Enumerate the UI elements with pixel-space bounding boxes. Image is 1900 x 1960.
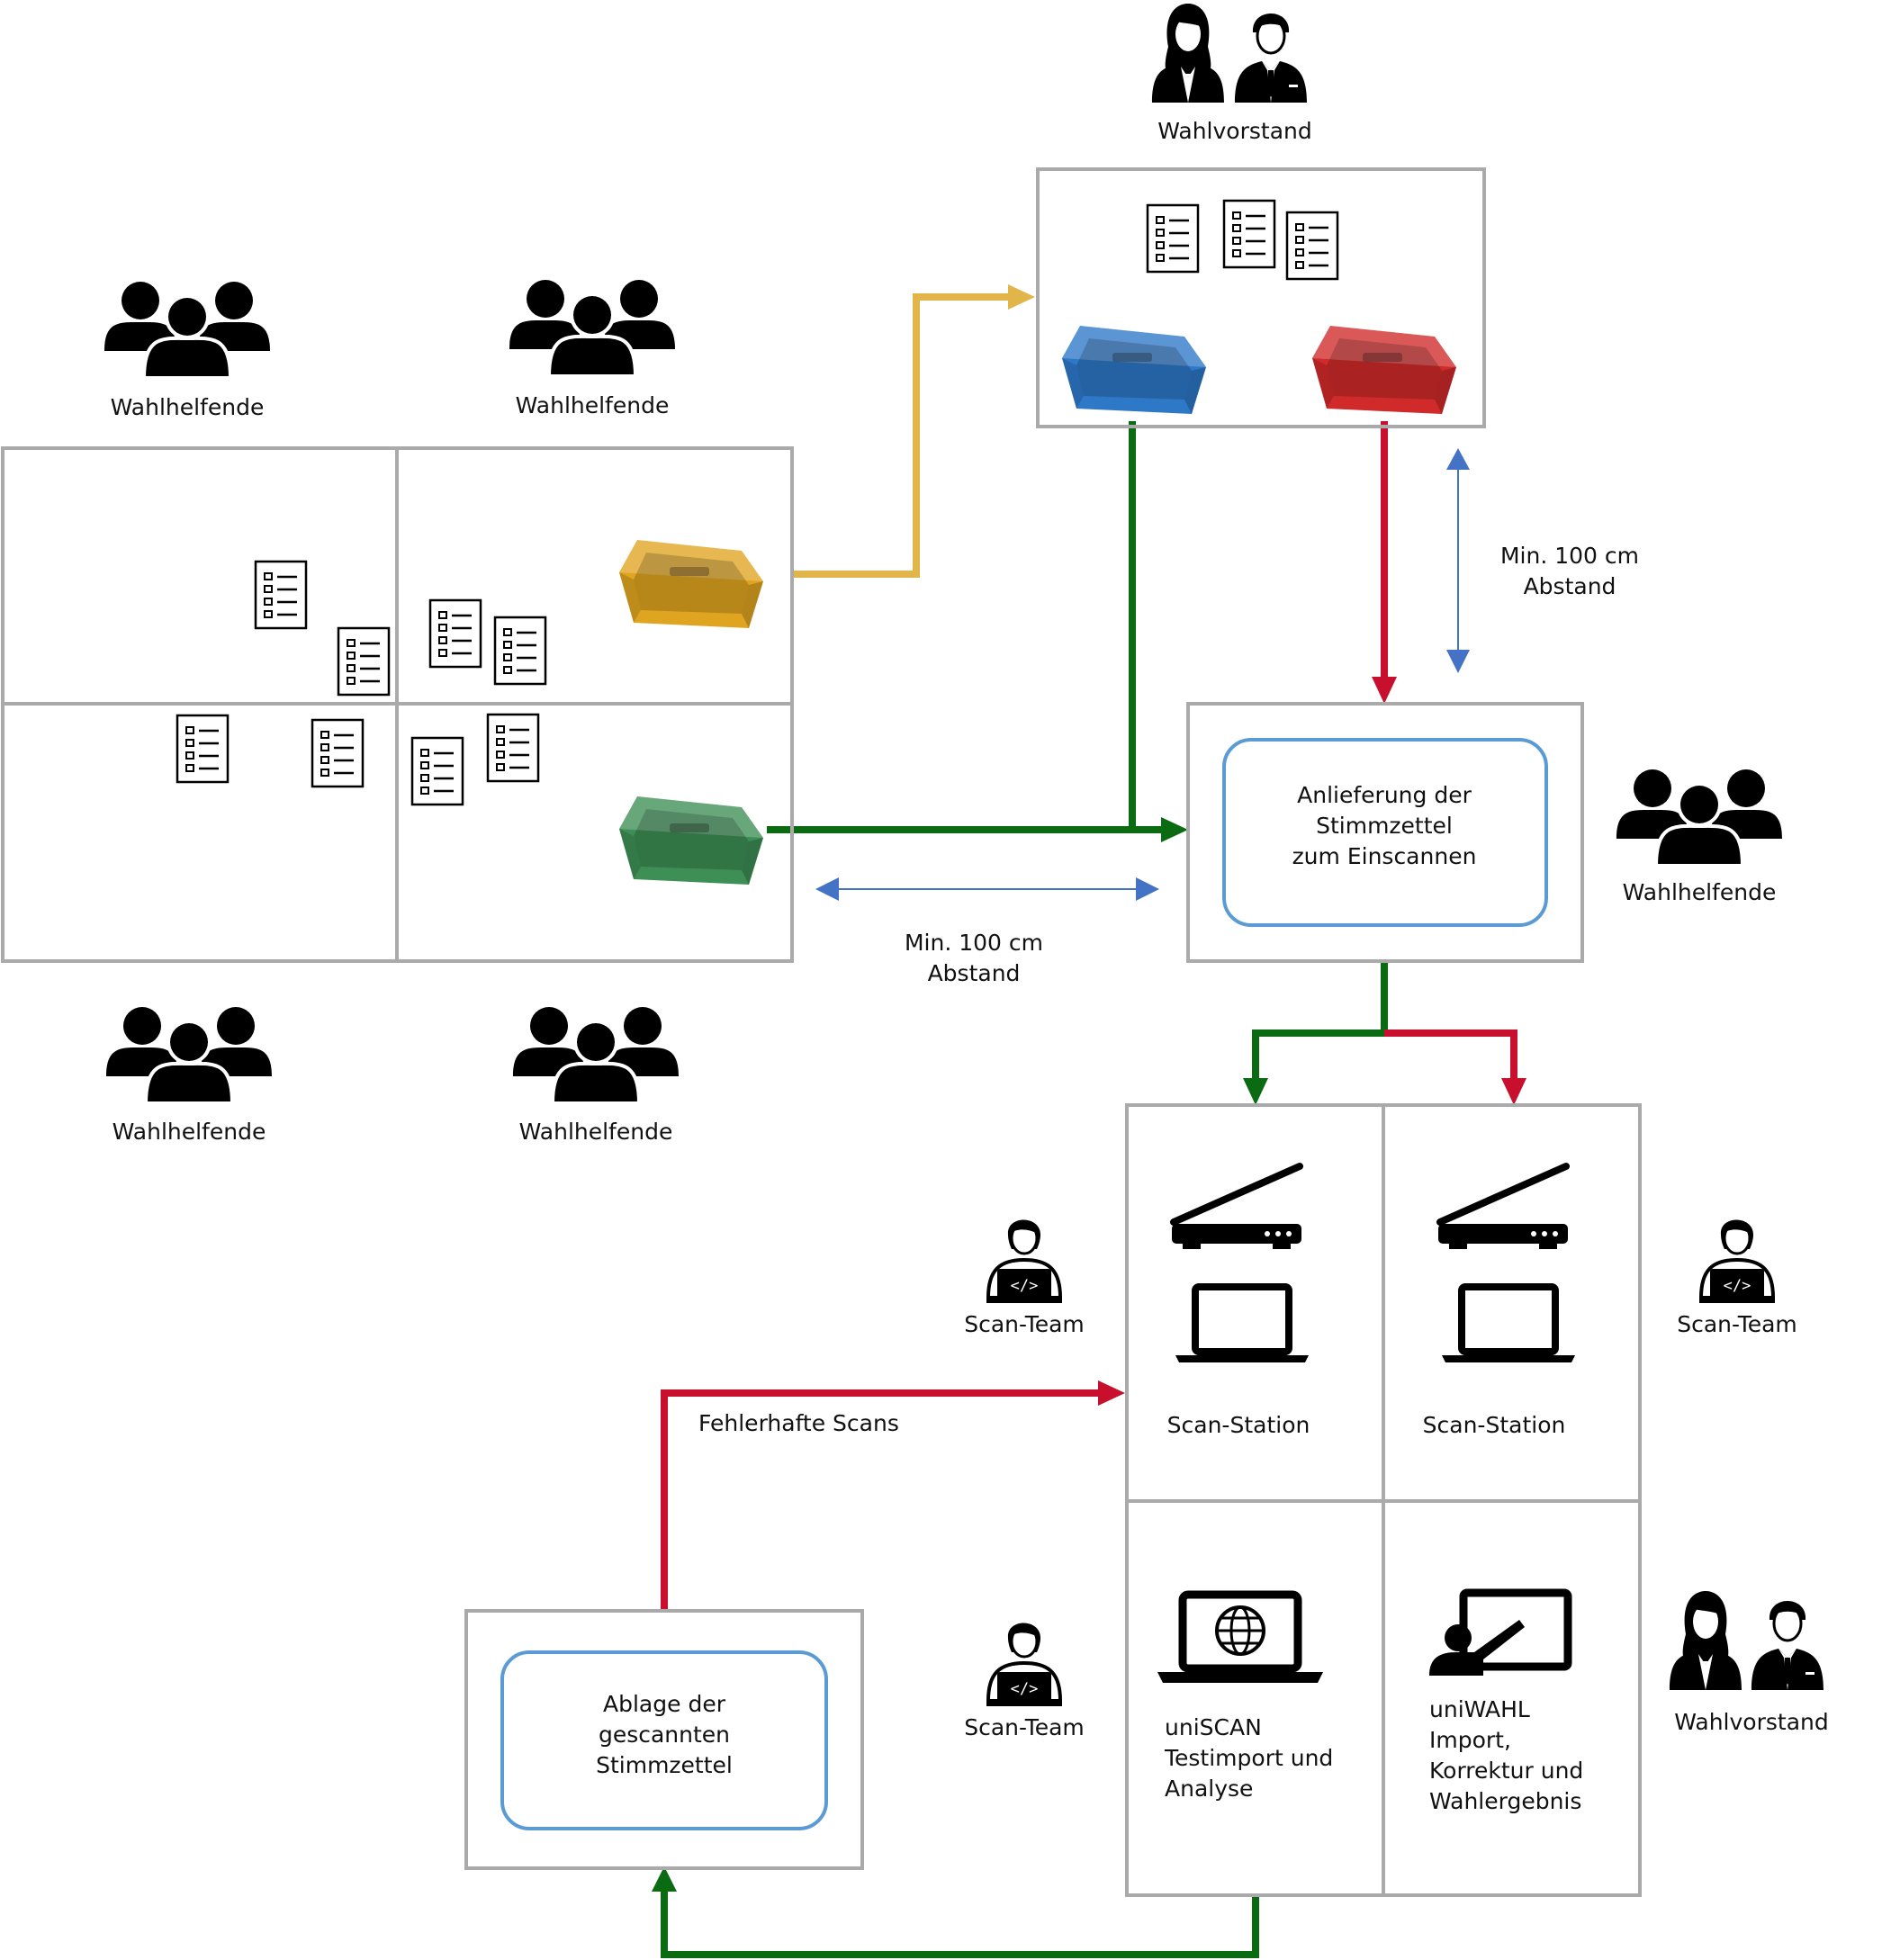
- ballot-icon: [1222, 199, 1276, 269]
- people-group-icon: [508, 278, 677, 378]
- distance-label-line1: Min. 100 cm: [1500, 543, 1639, 569]
- board-man-icon: [1750, 1599, 1825, 1692]
- blue-crate-icon: [1062, 326, 1206, 414]
- storage-label-line1: Ablage der: [603, 1691, 726, 1717]
- yellow-flow-arrowhead: [1008, 284, 1035, 310]
- people-group-icon: [103, 280, 272, 380]
- ballot-icon: [337, 626, 391, 697]
- red-flow-arrowhead-delivery: [1372, 677, 1397, 704]
- ballot-icon: [493, 616, 547, 686]
- scan-station-label: Scan-Station: [1423, 1412, 1566, 1438]
- uniwahl-label-line3: Korrektur und: [1429, 1758, 1583, 1784]
- distance-label-line2: Abstand: [1524, 573, 1616, 599]
- delivery-label-line2: Stimmzettel: [1316, 813, 1453, 839]
- uniwahl-label-line2: Import,: [1429, 1727, 1511, 1753]
- presentation-board-icon: [1429, 1593, 1568, 1676]
- ballot-icon: [410, 736, 464, 806]
- red-flow-line-to-scan: [1384, 1029, 1517, 1078]
- wahlhelfende-label: Wahlhelfende: [113, 1119, 266, 1145]
- red-flow-arrowhead-scan: [1501, 1078, 1526, 1105]
- delivery-inner-box: [1222, 738, 1548, 927]
- yellow-flow-line: [792, 293, 1008, 578]
- board-woman-icon: [1670, 1591, 1742, 1690]
- scan-team-label: Scan-Team: [964, 1311, 1085, 1337]
- faulty-scans-line: [661, 1389, 1098, 1611]
- scan-station-label: Scan-Station: [1167, 1412, 1310, 1438]
- green-flow-arrowhead-delivery: [1161, 817, 1188, 842]
- faulty-scans-label: Fehlerhafte Scans: [698, 1410, 899, 1436]
- yellow-crate-icon: [619, 540, 763, 628]
- ballot-icon: [486, 713, 540, 783]
- green-flow-arrowhead-storage: [652, 1866, 677, 1892]
- scan-team-label: Scan-Team: [1677, 1311, 1797, 1337]
- faulty-scans-arrowhead: [1098, 1380, 1125, 1406]
- uniscan-label-line3: Analyse: [1165, 1776, 1253, 1802]
- wahlhelfende-label: Wahlhelfende: [519, 1119, 673, 1145]
- ballot-icon: [176, 714, 230, 784]
- distance-arrow-horizontal: [815, 877, 1159, 901]
- people-group-icon: [511, 1005, 680, 1105]
- people-group-icon: [1615, 768, 1784, 868]
- delivery-label-line3: zum Einscannen: [1292, 843, 1477, 869]
- board-box: [1036, 167, 1486, 428]
- flatbed-scanner-icon: [1172, 1166, 1301, 1249]
- ballot-icon: [254, 560, 308, 630]
- green-flow-line-to-scan: [1252, 961, 1388, 1078]
- storage-label-line3: Stimmzettel: [596, 1752, 733, 1778]
- ballot-icon: [1285, 211, 1339, 281]
- uniwahl-label-line4: Wahlergebnis: [1429, 1788, 1581, 1814]
- wahlvorstand-label: Wahlvorstand: [1674, 1709, 1828, 1735]
- ballot-icon: [311, 718, 365, 788]
- uniscan-label-line2: Testimport und: [1164, 1745, 1333, 1771]
- uniwahl-label-line1: uniWAHL: [1429, 1696, 1530, 1722]
- delivery-label-line1: Anlieferung der: [1297, 782, 1472, 808]
- uniscan-label-line1: uniSCAN: [1165, 1714, 1262, 1740]
- developer-laptop-icon: [1697, 1218, 1777, 1305]
- distance-arrow-vertical: [1446, 448, 1470, 673]
- distance-label-line1: Min. 100 cm: [905, 930, 1043, 956]
- laptop-icon: [1442, 1287, 1575, 1362]
- laptop-globe-icon: [1157, 1595, 1323, 1683]
- storage-inner-box: [500, 1650, 828, 1830]
- ballot-icon: [1146, 203, 1200, 274]
- wahlhelfende-label: Wahlhelfende: [111, 394, 265, 420]
- laptop-icon: [1175, 1287, 1309, 1362]
- board-woman-icon: [1152, 4, 1224, 103]
- people-group-icon: [104, 1005, 274, 1105]
- board-man-icon: [1233, 12, 1309, 104]
- red-crate-icon: [1312, 326, 1456, 414]
- green-crate-icon: [619, 796, 763, 885]
- scan-team-label: Scan-Team: [964, 1714, 1085, 1740]
- storage-box: [464, 1609, 864, 1870]
- wahlhelfende-label: Wahlhelfende: [1623, 879, 1777, 905]
- flatbed-scanner-icon: [1438, 1166, 1568, 1249]
- distance-label-line2: Abstand: [928, 960, 1021, 986]
- wahlvorstand-label: Wahlvorstand: [1157, 118, 1311, 144]
- wahlhelfende-label: Wahlhelfende: [516, 392, 670, 418]
- delivery-box: [1186, 702, 1584, 963]
- developer-laptop-icon: [985, 1218, 1064, 1305]
- green-flow-arrowhead-scan: [1243, 1078, 1268, 1105]
- storage-label-line2: gescannten: [599, 1722, 730, 1748]
- green-flow-line-to-storage: [661, 1892, 1259, 1958]
- developer-laptop-icon: [985, 1621, 1064, 1708]
- ballot-icon: [428, 598, 482, 669]
